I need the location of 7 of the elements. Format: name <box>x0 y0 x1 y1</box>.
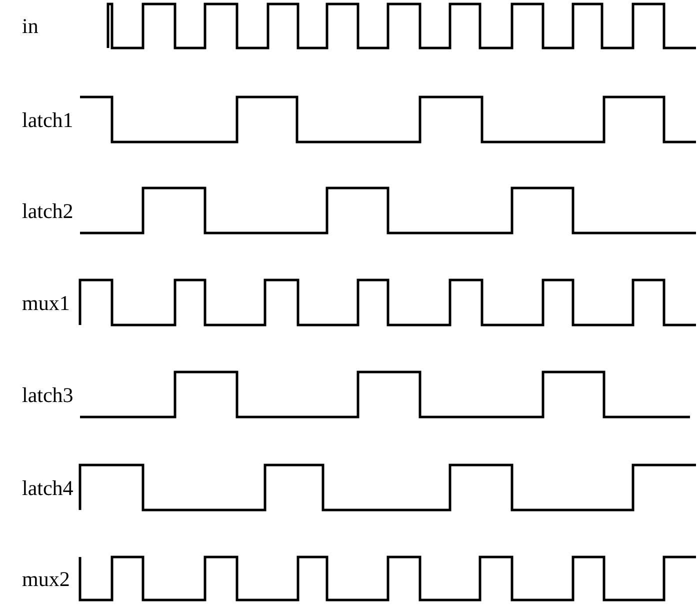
signal-name: latch4 <box>22 476 74 500</box>
signal-name: latch3 <box>22 382 74 406</box>
signal-name: mux1 <box>22 290 70 314</box>
signal-name: in <box>22 14 38 38</box>
signal-name: latch1 <box>22 108 74 132</box>
signal-name: mux2 <box>22 566 70 590</box>
signal-name: latch2 <box>22 198 74 222</box>
